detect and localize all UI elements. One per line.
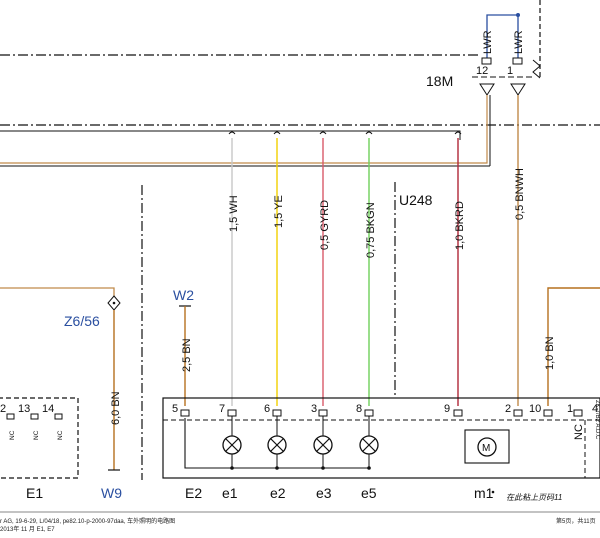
lamp-label-e2: e2 [270, 485, 286, 501]
lamp-label-e3: e3 [316, 485, 332, 501]
bus-junction-dot [321, 466, 325, 470]
component-label-e1: E1 [26, 485, 43, 501]
module-label: U248 [399, 192, 433, 208]
e2-pin-8: 8 [356, 403, 362, 415]
connector-pin-12: 12 [476, 65, 488, 77]
e2-pin-2: 2 [505, 403, 511, 415]
e2-pin-7: 7 [219, 403, 225, 415]
lamp-cross [270, 438, 284, 452]
bus-junction-dot [367, 466, 371, 470]
component-box-e2 [162, 397, 600, 479]
splice-label-z6: Z6/56 [64, 313, 100, 329]
wire-label-4: 0,75 BKGN [365, 202, 377, 258]
e1-pin-box [54, 413, 63, 420]
footer-left-2: 2013年 11 月 E1, E7 [0, 525, 55, 533]
motor-icon [477, 437, 497, 457]
lamp-cross [316, 438, 330, 452]
right-edge-text: ZK-7/B2 A.D.C [594, 400, 600, 440]
lamp-cross [225, 438, 239, 452]
lamp-label-e1: e1 [222, 485, 238, 501]
wire-1bn [547, 287, 600, 406]
lamp-labels: e1 e2 e3 e5 [222, 485, 377, 501]
wire-label-2bn: 2,5 BN [181, 338, 193, 372]
nc-label: NC [57, 430, 64, 440]
page-note: 在此粘上页码11 [506, 493, 562, 502]
wire-label-2: 1,5 YE [273, 195, 285, 228]
loop-wire [486, 14, 519, 58]
wire-entry-mark [454, 131, 462, 135]
wire-tag-left: LWR [482, 30, 494, 54]
nc-label: NC [33, 430, 40, 440]
arrow-down-right [510, 83, 526, 96]
lamp-cross [362, 438, 376, 452]
pin-4-partial: 4 [592, 403, 598, 415]
wire-label-1: 1,5 WH [228, 195, 240, 232]
wire-label-6: 0,5 BNWH [514, 168, 526, 220]
brown-harness-wire [0, 95, 488, 164]
splice-feed-wire [0, 287, 115, 298]
wire-label-3: 0,5 GYRD [319, 200, 331, 250]
e1-pin-box [30, 413, 39, 420]
wire-label-5: 1,0 BKRD [454, 201, 466, 250]
harness-line [0, 130, 461, 140]
lamp-group [222, 416, 379, 470]
e2-pin-1: 1 [567, 403, 573, 415]
nc-label: NC [9, 430, 16, 440]
wire-label-1bn: 1,0 BN [544, 336, 556, 370]
wire-tag-right: LWR [513, 30, 525, 54]
connector-pin-1: 1 [507, 65, 513, 77]
e1-pin-14: 14 [42, 403, 54, 415]
e2-pin-3: 3 [311, 403, 317, 415]
footer-right: 第5页，共11页 [556, 517, 596, 525]
connector-pin-right [512, 57, 523, 65]
e1-pin-box [6, 413, 15, 420]
e2-pin-6: 6 [264, 403, 270, 415]
e2-pin-box [364, 409, 374, 417]
splice-center-dot [112, 301, 116, 305]
motor-ref-dot [491, 490, 495, 494]
nc-label-right: NC [573, 424, 585, 440]
e2-pin-box [272, 409, 282, 417]
e2-pin-5: 5 [172, 403, 178, 415]
e2-pin-box [318, 409, 328, 417]
e2-pin-box [180, 409, 190, 417]
wire-label-6bn: 6,0 BN [110, 391, 122, 425]
e2-pin-box [543, 409, 553, 417]
connector-pin-left [481, 57, 492, 65]
wire-entry-mark [273, 131, 281, 135]
splice-dot [516, 13, 520, 17]
resistor-zigzag [532, 59, 541, 79]
splice-label-w2: W2 [173, 287, 194, 303]
e2-pin-10: 10 [529, 403, 541, 415]
e1-pin-2: 2 [0, 403, 6, 415]
connector-name: 18M [426, 73, 453, 89]
component-box-e1 [0, 397, 79, 479]
component-label-e2: E2 [185, 485, 202, 501]
bus-junction-dot [275, 466, 279, 470]
e2-pin-box [573, 409, 583, 417]
e2-pin-row: 5 7 6 3 8 9 2 10 1 [172, 403, 583, 417]
lamp-label-e5: e5 [361, 485, 377, 501]
e2-pin-box [513, 409, 523, 417]
e1-pin-13: 13 [18, 403, 30, 415]
e2-pin-box [227, 409, 237, 417]
bus-junction-dot [230, 466, 234, 470]
motor-symbol: M [482, 443, 490, 454]
arrow-down-left [479, 83, 495, 96]
footer-left: r AG, 19-6-29, L/04/18, pe82.10-p-2000-9… [0, 517, 175, 525]
e2-ground-bus [184, 418, 369, 469]
motor-ref-m1: m1 [474, 485, 494, 501]
wire-group: 1,5 WH 1,5 YE 0,5 GYRD 0,75 BKGN 1,0 BKRD 0,5… [228, 95, 526, 406]
wire-entry-mark [319, 131, 327, 135]
ground-label-w9: W9 [101, 485, 122, 501]
e2-pin-9: 9 [444, 403, 450, 415]
e2-pin-box [453, 409, 463, 417]
wire-entry-mark [365, 131, 373, 135]
wire-entry-mark [228, 131, 236, 135]
